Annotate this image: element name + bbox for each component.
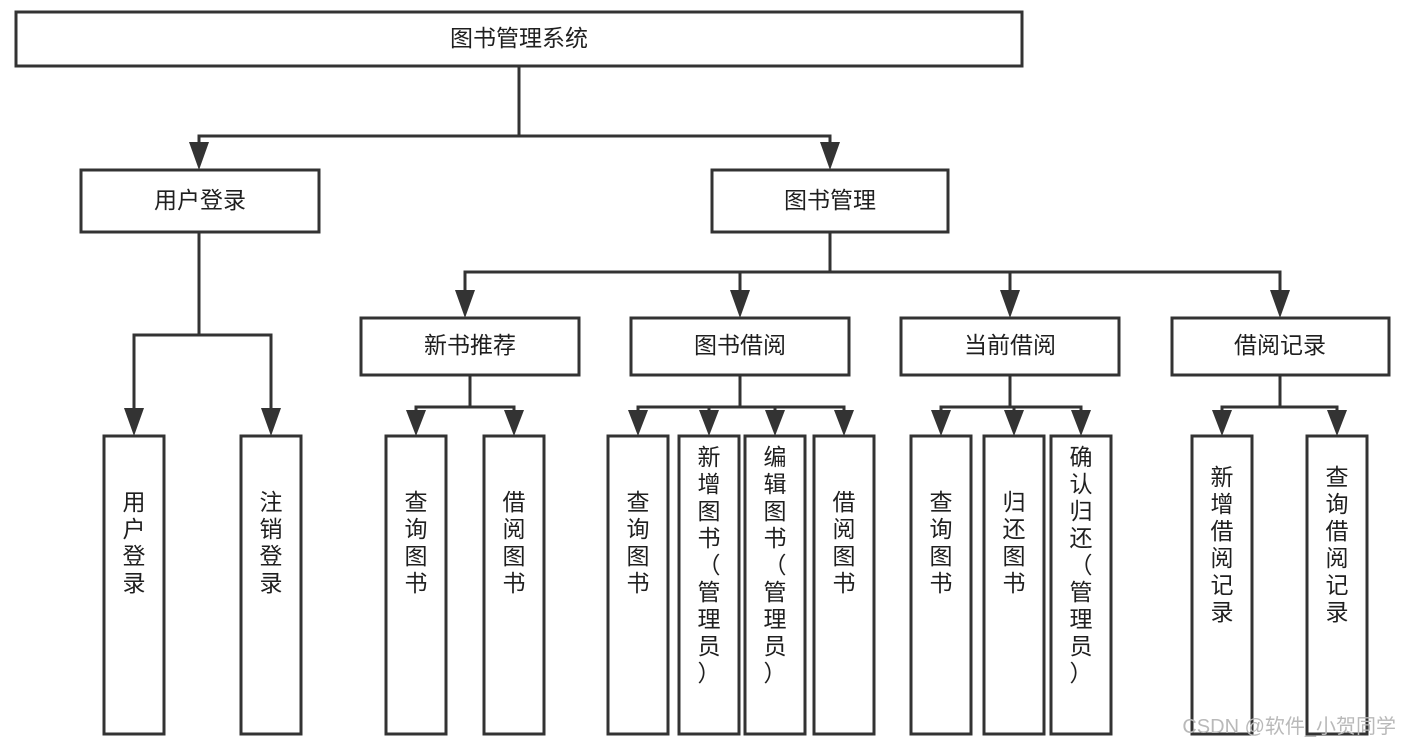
node-book-borrow-box[interactable] [629, 316, 851, 377]
node-leaf-label: 确认归还（管理员） [1070, 444, 1093, 686]
node-leaf-box[interactable] [1049, 434, 1113, 736]
arrow-borrow-leaf-4 [834, 410, 854, 436]
node-leaf-borrow-book-borrow[interactable]: 借阅图书 [812, 434, 876, 736]
arrow-root-to-user-login [189, 142, 209, 170]
node-leaf-box[interactable] [384, 434, 448, 736]
arrow-current-leaf-2 [1004, 410, 1024, 436]
node-new-book-recommend[interactable]: 新书推荐 [359, 316, 581, 377]
arrow-borrow-leaf-2 [699, 410, 719, 436]
node-leaf-box[interactable] [982, 434, 1046, 736]
watermark-label: CSDN @软件_小贺同学 [1182, 715, 1396, 738]
arrow-book-mgmt-to-record [1270, 290, 1290, 318]
arrow-book-mgmt-to-borrow [730, 290, 750, 318]
node-book-management-label: 图书管理 [784, 187, 876, 213]
node-book-borrow[interactable]: 图书借阅 [629, 316, 851, 377]
node-leaf-confirm-return-admin[interactable]: 确认归还（管理员） [1049, 434, 1113, 736]
node-leaf-label: 查询图书 [627, 489, 650, 596]
node-leaf-box[interactable] [743, 434, 807, 736]
node-leaf-add-book-admin[interactable]: 新增图书（管理员） [677, 434, 741, 736]
node-leaf-box[interactable] [102, 434, 166, 736]
node-leaf-label: 新增图书（管理员） [698, 444, 721, 686]
node-leaf-box[interactable] [239, 434, 303, 736]
node-leaf-label: 编辑图书（管理员） [764, 444, 787, 686]
node-leaf-label: 新增借阅记录 [1211, 464, 1234, 625]
node-book-management-box[interactable] [710, 168, 950, 234]
arrow-root-to-book-mgmt [820, 142, 840, 170]
node-leaf-logout-login[interactable]: 注销登录 [239, 434, 303, 736]
node-leaf-box[interactable] [909, 434, 973, 736]
node-leaf-add-borrow-record[interactable]: 新增借阅记录 [1190, 434, 1254, 736]
node-leaf-box[interactable] [1305, 434, 1369, 736]
node-layer: 图书管理系统 用户登录 图书管理 新书推荐 图书借阅 当前 [14, 10, 1391, 736]
node-borrow-record[interactable]: 借阅记录 [1170, 316, 1391, 377]
node-root-box[interactable] [14, 10, 1024, 68]
node-root-label: 图书管理系统 [450, 25, 588, 51]
node-leaf-return-book[interactable]: 归还图书 [982, 434, 1046, 736]
node-leaf-label: 归还图书 [1003, 489, 1026, 596]
node-borrow-record-box[interactable] [1170, 316, 1391, 377]
node-leaf-query-book-newbook[interactable]: 查询图书 [384, 434, 448, 736]
node-leaf-label: 查询借阅记录 [1326, 464, 1349, 625]
node-current-borrow[interactable]: 当前借阅 [899, 316, 1121, 377]
node-borrow-record-label: 借阅记录 [1234, 332, 1326, 358]
node-leaf-borrow-book-newbook[interactable]: 借阅图书 [482, 434, 546, 736]
node-root-book-management-system[interactable]: 图书管理系统 [14, 10, 1024, 68]
node-book-management[interactable]: 图书管理 [710, 168, 950, 234]
arrow-book-mgmt-to-current [1000, 290, 1020, 318]
node-leaf-label: 查询图书 [405, 489, 428, 596]
node-leaf-box[interactable] [482, 434, 546, 736]
node-leaf-label: 借阅图书 [833, 489, 856, 596]
node-leaf-box[interactable] [812, 434, 876, 736]
node-leaf-query-book-current[interactable]: 查询图书 [909, 434, 973, 736]
node-current-borrow-label: 当前借阅 [964, 332, 1056, 358]
node-leaf-box[interactable] [606, 434, 670, 736]
node-leaf-query-book-borrow[interactable]: 查询图书 [606, 434, 670, 736]
node-leaf-label: 借阅图书 [503, 489, 526, 596]
arrow-book-mgmt-to-new-book [455, 290, 475, 318]
arrow-user-login-leaf-1 [124, 408, 144, 436]
arrow-current-leaf-3 [1071, 410, 1091, 436]
arrow-record-leaf-1 [1212, 410, 1232, 436]
node-leaf-user-login[interactable]: 用户登录 [102, 434, 166, 736]
node-leaf-label: 用户登录 [123, 489, 146, 596]
arrow-user-login-leaf-2 [261, 408, 281, 436]
node-new-book-recommend-label: 新书推荐 [424, 332, 516, 358]
arrow-record-leaf-2 [1327, 410, 1347, 436]
arrow-current-leaf-1 [931, 410, 951, 436]
node-leaf-query-borrow-record[interactable]: 查询借阅记录 [1305, 434, 1369, 736]
node-user-login-box[interactable] [79, 168, 321, 234]
node-user-login-label: 用户登录 [154, 187, 246, 213]
arrow-new-book-leaf-2 [504, 410, 524, 436]
arrow-borrow-leaf-3 [765, 410, 785, 436]
node-leaf-box[interactable] [1190, 434, 1254, 736]
node-current-borrow-box[interactable] [899, 316, 1121, 377]
node-leaf-label: 注销登录 [260, 489, 283, 596]
node-leaf-edit-book-admin[interactable]: 编辑图书（管理员） [743, 434, 807, 736]
node-leaf-box[interactable] [677, 434, 741, 736]
arrow-borrow-leaf-1 [628, 410, 648, 436]
node-book-borrow-label: 图书借阅 [694, 332, 786, 358]
node-leaf-label: 查询图书 [930, 489, 953, 596]
arrow-new-book-leaf-1 [406, 410, 426, 436]
node-user-login[interactable]: 用户登录 [79, 168, 321, 234]
node-new-book-recommend-box[interactable] [359, 316, 581, 377]
connector-layer [124, 64, 1347, 436]
